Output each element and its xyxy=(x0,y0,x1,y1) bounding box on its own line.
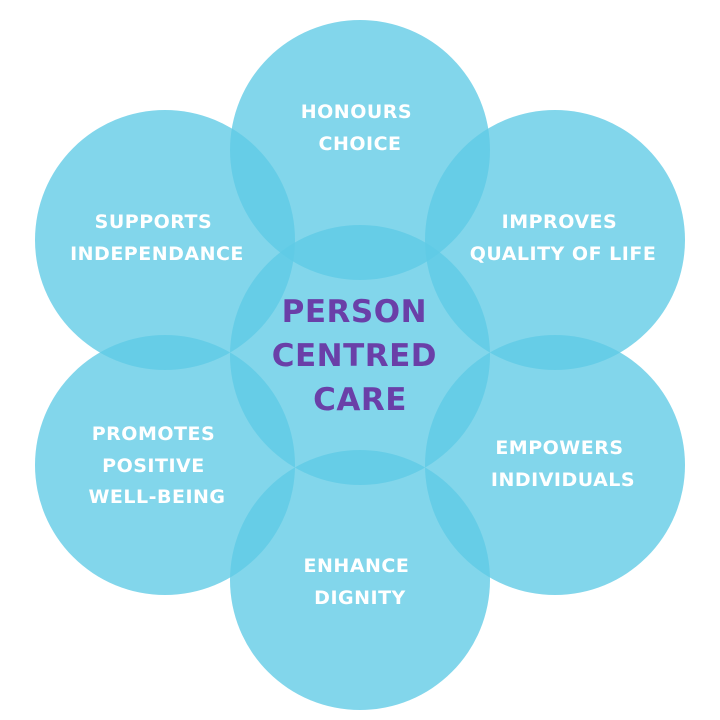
center-circle xyxy=(230,225,490,485)
center-title-line: CENTRED xyxy=(272,338,437,374)
petal-label-line: WELL-BEING xyxy=(88,486,225,508)
petal-label-line: SUPPORTS xyxy=(95,211,213,233)
petal-label-line: DIGNITY xyxy=(314,587,406,609)
petal-label-line: EMPOWERS xyxy=(495,437,623,459)
petal-label-supports-independance: SUPPORTS INDEPENDANCE xyxy=(70,211,244,265)
petal-label-line: HONOURS xyxy=(301,101,412,123)
center-title-line: PERSON xyxy=(282,294,427,330)
petal-label-line: INDEPENDANCE xyxy=(70,243,244,265)
center-title-line: CARE xyxy=(313,382,407,418)
petal-label-improves-quality-of-life: IMPROVES QUALITY OF LIFE xyxy=(470,211,657,265)
petal-label-line: INDIVIDUALS xyxy=(491,469,635,491)
petal-circle-enhance-dignity xyxy=(230,450,490,710)
petal-circle-empowers-individuals xyxy=(425,335,685,595)
petal-label-line: PROMOTES xyxy=(92,423,215,445)
petal-label-line: QUALITY OF LIFE xyxy=(470,243,657,265)
petal-label-line: IMPROVES xyxy=(502,211,618,233)
petal-label-line: POSITIVE xyxy=(102,455,205,477)
petal-circle-promotes-positive-well-being xyxy=(35,335,295,595)
petal-circle-supports-independance xyxy=(35,110,295,370)
petal-circle-honours-choice xyxy=(230,20,490,280)
petal-label-honours-choice: HONOURS CHOICE xyxy=(301,101,419,155)
petal-label-line: ENHANCE xyxy=(304,555,410,577)
petal-label-empowers-individuals: EMPOWERS INDIVIDUALS xyxy=(491,437,635,491)
petal-label-line: CHOICE xyxy=(319,133,402,155)
petal-label-enhance-dignity: ENHANCE DIGNITY xyxy=(304,555,417,609)
petal-circle-improves-quality-of-life xyxy=(425,110,685,370)
center-title: PERSON CENTRED CARE xyxy=(272,294,449,418)
petal-label-promotes-positive-well-being: PROMOTES POSITIVE WELL-BEING xyxy=(88,423,225,508)
